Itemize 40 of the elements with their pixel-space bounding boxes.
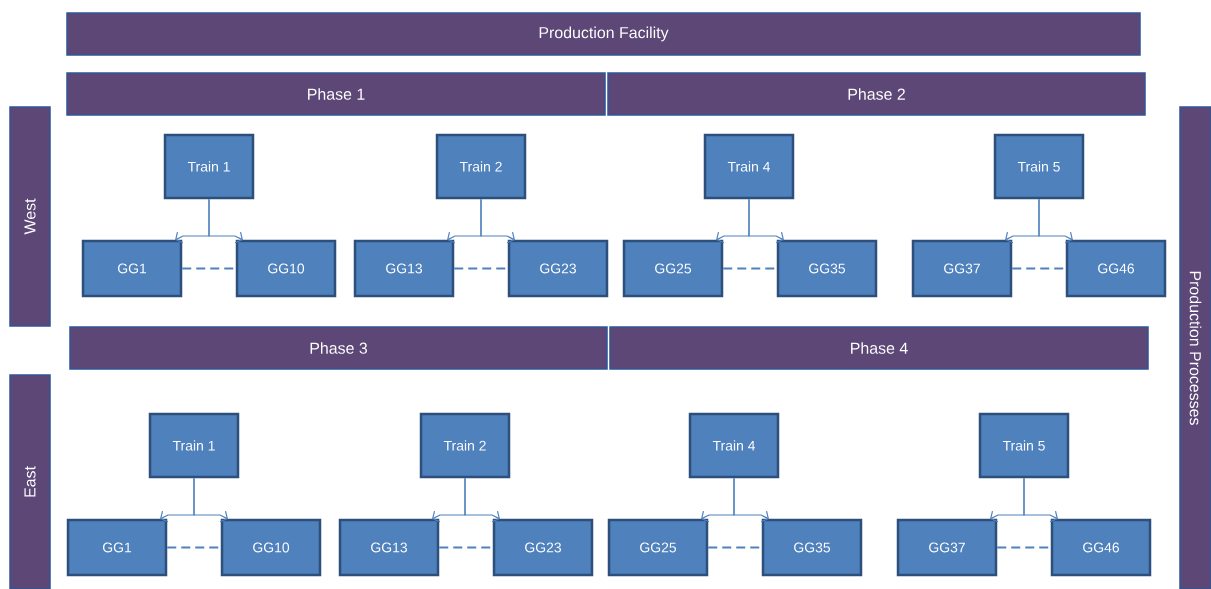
- unit-box: GG35: [761, 518, 863, 577]
- unit-box: GG37: [896, 518, 998, 577]
- phase-band: Phase 2: [607, 72, 1146, 116]
- side-band: Production Processes: [1179, 106, 1211, 589]
- unit-box: GG13: [353, 239, 455, 298]
- unit-box: GG37: [911, 239, 1013, 298]
- side-band: West: [9, 106, 51, 327]
- train-box: Train 5: [993, 133, 1085, 200]
- arrow: [733, 477, 769, 523]
- unit-box: GG35: [776, 239, 878, 298]
- arrow: [1023, 477, 1058, 523]
- train-box: Train 1: [148, 412, 240, 479]
- arrow: [480, 198, 515, 244]
- unit-box: GG10: [220, 518, 322, 577]
- arrow: [208, 198, 243, 244]
- arrow: [748, 198, 784, 244]
- side-band: East: [9, 374, 51, 589]
- unit-box: GG46: [1065, 239, 1167, 298]
- train-box: Train 4: [703, 133, 795, 200]
- unit-box: GG1: [66, 518, 168, 577]
- train-box: Train 5: [978, 412, 1070, 479]
- unit-box: GG10: [235, 239, 337, 298]
- unit-box: GG25: [622, 239, 724, 298]
- train-box: Train 2: [435, 133, 527, 200]
- arrow: [464, 477, 500, 523]
- phase-band: Production Facility: [66, 12, 1141, 56]
- arrow: [1038, 198, 1073, 244]
- arrow: [193, 477, 228, 523]
- unit-box: GG23: [492, 518, 594, 577]
- unit-box: GG25: [607, 518, 709, 577]
- phase-band: Phase 1: [66, 72, 606, 116]
- phase-band: Phase 3: [69, 326, 608, 370]
- train-box: Train 4: [688, 412, 780, 479]
- train-box: Train 2: [419, 412, 511, 479]
- unit-box: GG23: [507, 239, 609, 298]
- phase-band: Phase 4: [609, 326, 1149, 370]
- unit-box: GG13: [338, 518, 440, 577]
- unit-box: GG46: [1050, 518, 1152, 577]
- train-box: Train 1: [163, 133, 255, 200]
- unit-box: GG1: [81, 239, 183, 298]
